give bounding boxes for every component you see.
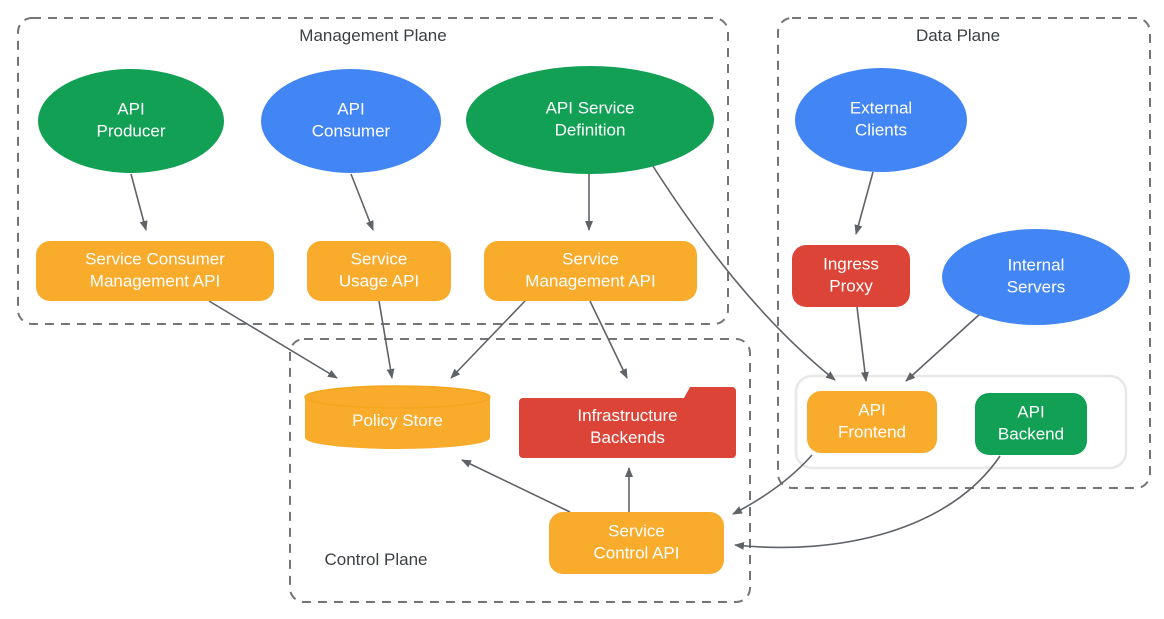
node-label-api-backend: Backend bbox=[998, 424, 1064, 443]
node-label-api-frontend: API bbox=[858, 400, 885, 419]
node-label-api-service-definition: API Service bbox=[546, 98, 635, 117]
edge-api-consumer-to-service-usage-api bbox=[350, 173, 374, 231]
node-label-service-consumer-management-api: Management API bbox=[90, 271, 220, 290]
node-label-service-management-api: Management API bbox=[525, 271, 655, 290]
edge-api-backend-to-service-control-api bbox=[734, 455, 1001, 550]
group-container-layer bbox=[794, 374, 1128, 470]
node-shape-ellipse-internal-servers[interactable] bbox=[942, 229, 1130, 325]
node-shape-rect-api-backend[interactable] bbox=[975, 393, 1087, 455]
node-shape-rect-api-frontend[interactable] bbox=[807, 391, 937, 453]
node-label-api-backend: API bbox=[1017, 402, 1044, 421]
node-label-service-usage-api: Service bbox=[351, 249, 408, 268]
node-label-external-clients: External bbox=[850, 98, 912, 117]
edge-service-consumer-management-api-to-policy-store bbox=[208, 300, 338, 379]
node-api-consumer[interactable]: API Consumer bbox=[261, 69, 441, 173]
edge-ingress-proxy-to-api-frontend bbox=[856, 306, 869, 382]
plane-label-management-plane: Management Plane bbox=[299, 26, 446, 45]
edge-external-clients-to-ingress-proxy bbox=[854, 171, 874, 235]
node-label-service-control-api: Control API bbox=[594, 543, 680, 562]
node-label-infrastructure-backends: Backends bbox=[590, 428, 665, 447]
node-api-frontend[interactable]: API Frontend bbox=[807, 391, 937, 453]
edge-api-producer-to-service-consumer-management-api bbox=[130, 173, 148, 231]
edge-service-management-api-to-infrastructure-backends bbox=[589, 300, 628, 379]
plane-label-control-plane: Control Plane bbox=[324, 550, 427, 569]
node-label-service-usage-api: Usage API bbox=[339, 271, 419, 290]
node-label-internal-servers: Internal bbox=[1008, 255, 1065, 274]
plane-boundary-data-plane bbox=[777, 17, 1151, 489]
plane-boundary-management-plane bbox=[17, 17, 729, 325]
node-label-service-control-api: Service bbox=[608, 521, 665, 540]
node-api-backend[interactable]: API Backend bbox=[975, 393, 1087, 455]
node-label-internal-servers: Servers bbox=[1007, 277, 1066, 296]
edge-internal-servers-to-api-frontend bbox=[905, 312, 982, 382]
node-shape-ellipse-external-clients[interactable] bbox=[795, 68, 967, 172]
node-label-infrastructure-backends: Infrastructure bbox=[577, 406, 677, 425]
node-label-policy-store: Policy Store bbox=[352, 411, 443, 430]
node-label-api-frontend: Frontend bbox=[838, 422, 906, 441]
node-label-api-producer: API bbox=[117, 99, 144, 118]
node-shape-folder-infrastructure-backends[interactable] bbox=[519, 387, 736, 458]
edge-service-usage-api-to-policy-store bbox=[378, 300, 395, 379]
plane-label-data-plane: Data Plane bbox=[916, 26, 1000, 45]
node-label-api-service-definition: Definition bbox=[555, 120, 626, 139]
group-boundary-api-runtime-group bbox=[794, 374, 1128, 470]
node-label-ingress-proxy: Proxy bbox=[829, 276, 873, 295]
node-label-service-consumer-management-api: Service Consumer bbox=[85, 249, 225, 268]
node-label-external-clients: Clients bbox=[855, 120, 907, 139]
node-api-producer[interactable]: API Producer bbox=[38, 69, 224, 173]
node-shape-rect-service-usage-api[interactable] bbox=[307, 241, 451, 301]
node-shape-rect-service-consumer-management-api[interactable] bbox=[36, 241, 274, 301]
node-shape-cylinder-body-policy-store[interactable] bbox=[305, 397, 490, 450]
node-label-ingress-proxy: Ingress bbox=[823, 254, 879, 273]
node-shape-ellipse-api-service-definition[interactable] bbox=[466, 66, 714, 174]
node-label-api-consumer: Consumer bbox=[312, 121, 391, 140]
node-shape-rect-service-control-api[interactable] bbox=[549, 512, 724, 574]
node-shape-rect-ingress-proxy[interactable] bbox=[792, 245, 910, 307]
node-shape-rect-service-management-api[interactable] bbox=[484, 241, 697, 301]
node-policy-store[interactable]: Policy Store bbox=[304, 385, 491, 450]
edge-service-management-api-to-policy-store bbox=[450, 300, 526, 379]
node-label-api-consumer: API bbox=[337, 99, 364, 118]
edge-service-control-api-to-policy-store bbox=[461, 459, 571, 513]
edge-api-service-definition-to-api-frontend bbox=[648, 159, 836, 381]
plane-container-layer bbox=[17, 17, 1151, 603]
node-shape-cylinder-top-policy-store bbox=[304, 385, 491, 409]
node-label-service-management-api: Service bbox=[562, 249, 619, 268]
plane-boundary-control-plane bbox=[289, 338, 751, 603]
edge-api-frontend-to-service-control-api bbox=[732, 454, 813, 515]
edge-layer bbox=[130, 159, 1001, 550]
node-shape-ellipse-api-consumer[interactable] bbox=[261, 69, 441, 173]
node-shape-ellipse-api-producer[interactable] bbox=[38, 69, 224, 173]
node-label-api-producer: Producer bbox=[97, 121, 166, 140]
